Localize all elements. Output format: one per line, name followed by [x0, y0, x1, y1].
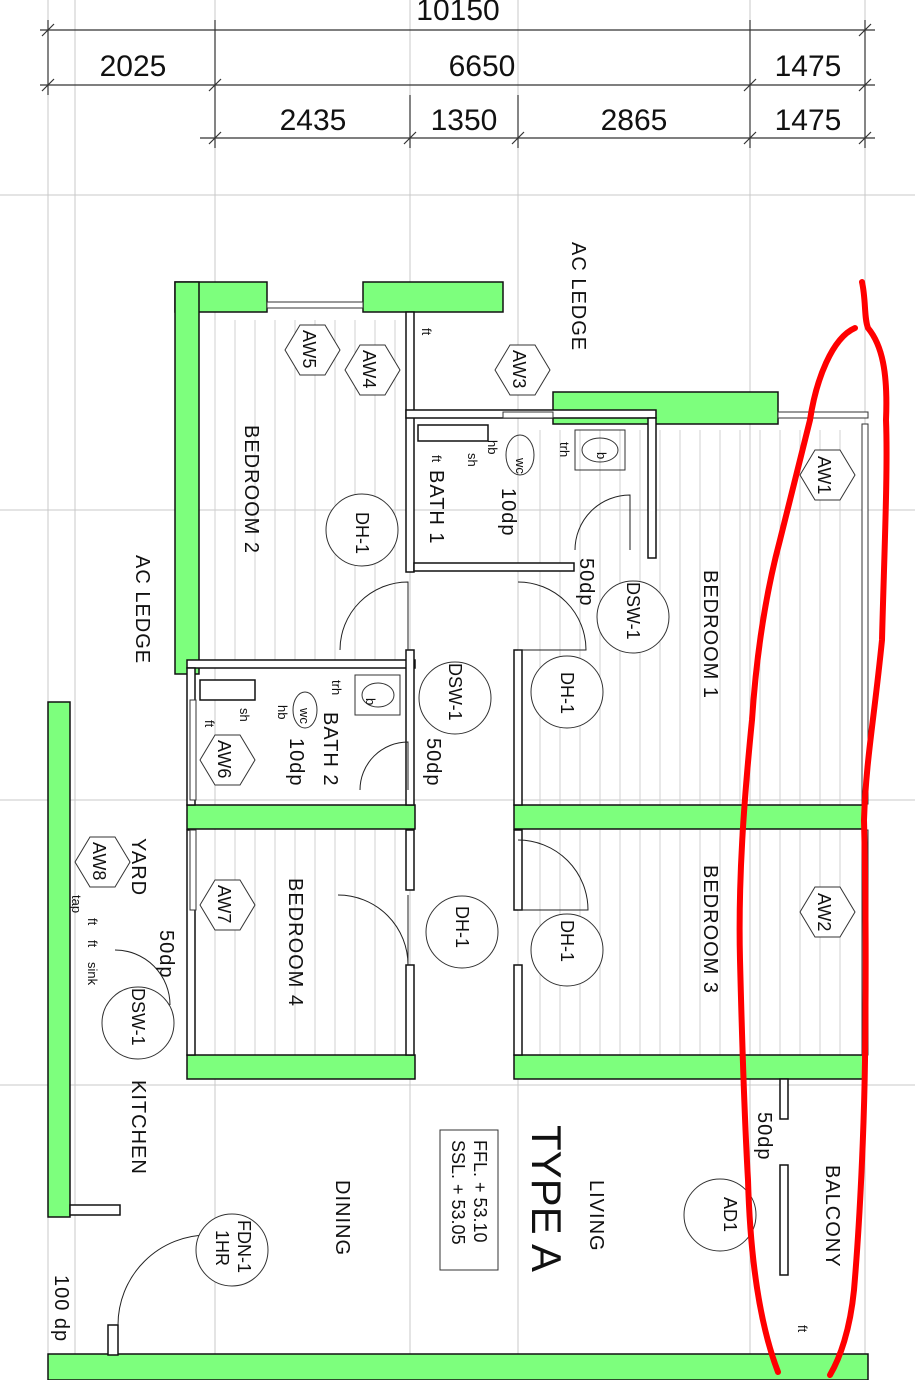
- room-yard: YARD: [127, 838, 149, 896]
- tag-ad1: AD1: [720, 1197, 740, 1232]
- tag-dh1-bed3: DH-1: [557, 920, 577, 962]
- dimension-lines: [40, 20, 875, 148]
- room-bedroom-3: BEDROOM 3: [699, 865, 721, 994]
- fix-trh-2: trh: [329, 680, 344, 695]
- fix-b-1: b: [594, 452, 609, 459]
- fix-sh-2: sh: [237, 708, 252, 722]
- tag-aw7: AW7: [214, 885, 234, 923]
- tag-aw2: AW2: [814, 893, 834, 931]
- window-tags: AW1 AW2 AW3 AW4 AW5 AW6 AW7 AW8: [74, 324, 856, 938]
- fix-hb-1: hb: [485, 440, 500, 454]
- dim-row1-c: 1475: [775, 50, 842, 83]
- fix-ft-yard-2: ft: [85, 940, 100, 948]
- level-ffl: FFL. + 53.10: [470, 1140, 490, 1243]
- floor-hatching: [214, 320, 841, 1055]
- fix-ft-yard-1: ft: [85, 918, 100, 926]
- dim-row2-b: 1350: [431, 104, 498, 137]
- fix-b-2: b: [363, 698, 378, 705]
- dim-row2-c: 2865: [601, 104, 668, 137]
- dim-overall: 10150: [416, 0, 499, 27]
- dim-row1-b: 6650: [449, 50, 516, 83]
- tag-aw4: AW4: [359, 350, 379, 388]
- fix-ft-balcony: ft: [795, 1325, 810, 1333]
- door-tags: DH-1 DH-1 DH-1 DH-1 DSW-1 DSW-1 DSW-1 AD…: [101, 493, 757, 1287]
- room-living: LIVING: [585, 1180, 607, 1252]
- fix-trh-1: trh: [557, 442, 572, 457]
- drop-corridor: 50dp: [422, 738, 444, 787]
- dim-row1-a: 2025: [100, 50, 167, 83]
- fix-hb-2: hb: [275, 705, 290, 719]
- fix-ft-top: ft: [419, 328, 434, 336]
- fix-sink: sink: [85, 962, 100, 986]
- unit-type: TYPE A: [523, 1125, 570, 1272]
- drop-kitchen: 100 dp: [50, 1275, 72, 1342]
- drop-bed1: 50dp: [575, 558, 597, 607]
- structural-walls: [47, 281, 869, 1380]
- dim-row2-d: 1475: [775, 104, 842, 137]
- red-markup-outline: [736, 279, 890, 1378]
- fix-wc-1: wc: [513, 457, 528, 474]
- dim-row2-a: 2435: [280, 104, 347, 137]
- tag-aw1: AW1: [814, 456, 834, 494]
- fix-ft-1: ft: [429, 455, 444, 463]
- fix-wc-2: wc: [297, 707, 312, 724]
- room-bath-2: BATH 2: [319, 712, 341, 787]
- drop-balcony: 50dp: [753, 1112, 775, 1161]
- room-bedroom-4: BEDROOM 4: [284, 878, 306, 1007]
- room-ac-ledge-left: AC LEDGE: [131, 555, 153, 664]
- fixtures: [292, 429, 626, 729]
- room-bath-1: BATH 1: [425, 470, 447, 545]
- tag-dsw1-bath1: DSW-1: [623, 582, 643, 640]
- tag-aw8: AW8: [89, 842, 109, 880]
- tag-dh1-bed2: DH-1: [352, 512, 372, 554]
- room-kitchen: KITCHEN: [127, 1080, 149, 1175]
- level-box: [439, 1129, 499, 1271]
- door-swings: [114, 494, 631, 1326]
- room-dining: DINING: [331, 1180, 353, 1256]
- tag-dh1-bed4: DH-1: [452, 906, 472, 948]
- drop-bath1: 10dp: [497, 488, 519, 537]
- tag-aw6: AW6: [214, 740, 234, 778]
- level-ssl: SSL. + 53.05: [448, 1140, 468, 1245]
- tag-fdn1-b: 1HR: [212, 1230, 232, 1266]
- room-balcony: BALCONY: [821, 1165, 843, 1268]
- fix-tap: tap: [69, 895, 84, 913]
- fix-ft-2: ft: [202, 720, 217, 728]
- tag-fdn1-a: FDN-1: [234, 1220, 254, 1273]
- tag-dsw1-bath2: DSW-1: [445, 663, 465, 721]
- tag-dh1-bed1: DH-1: [557, 672, 577, 714]
- drop-yard: 50dp: [155, 930, 177, 979]
- room-bedroom-2: BEDROOM 2: [240, 425, 262, 554]
- tag-aw3: AW3: [509, 350, 529, 388]
- room-ac-ledge-top: AC LEDGE: [567, 242, 589, 351]
- room-bedroom-1: BEDROOM 1: [699, 570, 721, 699]
- drop-bath2: 10dp: [285, 738, 307, 787]
- tag-aw5: AW5: [299, 330, 319, 368]
- fix-sh-1: sh: [465, 453, 480, 467]
- tag-dsw1-kitchen: DSW-1: [128, 988, 148, 1046]
